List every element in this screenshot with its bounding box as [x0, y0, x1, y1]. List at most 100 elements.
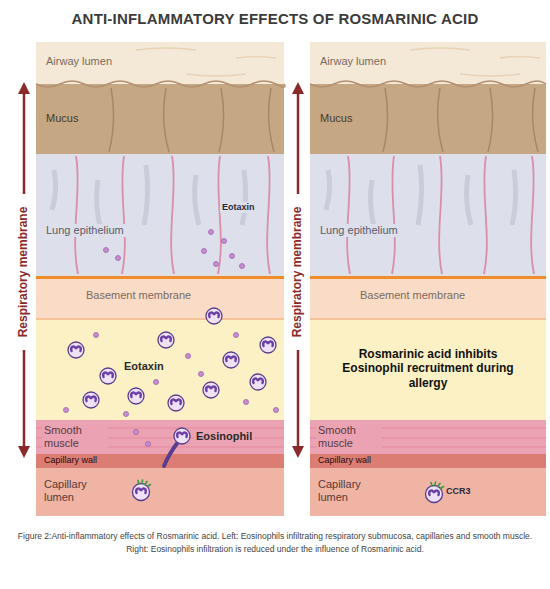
- band-label: Smooth muscle: [42, 424, 108, 450]
- eotaxin-dots: [146, 442, 151, 447]
- eotaxin-dots: [64, 408, 69, 413]
- migrating-eosinophil: [174, 428, 190, 444]
- structure-label: CCR3: [446, 486, 471, 497]
- mucus-edge: [310, 81, 546, 87]
- membrane-label: Respiratory membrane: [16, 182, 32, 362]
- cell-texture: [52, 165, 246, 230]
- band-label: Mucus: [318, 112, 354, 125]
- respiratory-membrane-arrow: [18, 82, 30, 94]
- eotaxin-dots: [199, 372, 204, 377]
- basement-band: [36, 276, 284, 320]
- tissue-band: Smooth muscle: [310, 420, 546, 454]
- airway-band: [36, 42, 284, 84]
- tissue-band: Mucus: [36, 84, 284, 154]
- eosinophils: [68, 342, 84, 358]
- mucus-streaks: [109, 88, 274, 152]
- ccr3-eosinophil: [133, 480, 151, 501]
- tissue-band: Airway lumen: [310, 42, 546, 84]
- basement-edge: [310, 276, 546, 279]
- smooth-muscle-band: [310, 420, 546, 454]
- eosinophils: [203, 382, 219, 398]
- eotaxin-dots: [94, 333, 99, 338]
- respiratory-membrane-arrow: [18, 446, 30, 458]
- capillary-lumen-band: [36, 468, 284, 516]
- epithelium-band: [310, 154, 546, 276]
- eosinophils: [206, 308, 222, 324]
- respiratory-membrane-arrow: [292, 446, 304, 458]
- basement-band: [310, 276, 546, 320]
- eotaxin-dots: [154, 380, 159, 385]
- eotaxin-dots: [202, 249, 207, 254]
- tissue-band: Mucus: [310, 84, 546, 154]
- tissue-band: Capillary wall: [36, 454, 284, 468]
- eosinophils: [83, 392, 99, 408]
- eosinophils: [260, 337, 276, 353]
- capillary-wall-band: [36, 454, 284, 468]
- eotaxin-dots: [234, 333, 239, 338]
- cell-texture: [326, 165, 516, 230]
- tissue-band: Basement membrane: [36, 276, 284, 320]
- eosinophils: [100, 368, 116, 384]
- airway-band: [310, 42, 546, 84]
- tissue-band: Eotaxin: [36, 320, 284, 420]
- eotaxin-dots: [116, 256, 121, 261]
- basement-edge: [36, 276, 284, 279]
- eosinophils: [223, 352, 239, 368]
- band-label: Capillary wall: [44, 455, 97, 466]
- smooth-muscle-band: [36, 420, 284, 454]
- airway-texture: [410, 48, 540, 76]
- band-label: Airway lumen: [46, 55, 112, 68]
- structure-label: Eotaxin: [220, 202, 257, 213]
- tissue-band: Capillary lumen CCR3: [310, 468, 546, 516]
- figure-caption: Figure 2:Anti-inflammatory effects of Ro…: [14, 530, 536, 556]
- eotaxin-dots: [274, 408, 279, 413]
- band-label: Basement membrane: [86, 289, 191, 302]
- band-label: Smooth muscle: [316, 424, 382, 450]
- eosinophils: [68, 308, 276, 411]
- eotaxin-dots: [186, 354, 191, 359]
- eotaxin-dots: [124, 412, 129, 417]
- mucus-edge: [36, 81, 285, 87]
- eosinophils: [250, 374, 266, 390]
- ccr3-eosinophil: [426, 482, 444, 503]
- diagram-title: ANTI-INFLAMMATORY EFFECTS OF ROSMARINIC …: [0, 10, 550, 27]
- tissue-band: Capillary wall: [310, 454, 546, 468]
- tissue-band: Lung epithelium Eotaxin: [36, 154, 284, 276]
- eosinophils: [158, 332, 174, 348]
- capillary-lumen-band: [310, 468, 546, 516]
- eotaxin-dots: [104, 248, 109, 253]
- band-label: Capillary lumen: [44, 478, 106, 504]
- tissue-band: Capillary lumen: [36, 468, 284, 516]
- band-label: Capillary wall: [318, 455, 371, 466]
- band-label: Eotaxin: [124, 360, 164, 373]
- airway-texture: [136, 48, 276, 76]
- mucus-streaks: [383, 88, 538, 152]
- eotaxin-dots: [230, 254, 235, 259]
- band-label: Capillary lumen: [318, 478, 380, 504]
- band-label: Mucus: [44, 112, 80, 125]
- respiratory-membrane-arrow: [23, 350, 26, 448]
- band-label: Airway lumen: [320, 55, 386, 68]
- tissue-band: Airway lumen: [36, 42, 284, 84]
- epithelial-cell-borders: [75, 156, 270, 274]
- mucus-band: [36, 84, 284, 156]
- right-panel: [310, 42, 546, 516]
- epithelium-band: [36, 154, 284, 276]
- tissue-band: Basement membrane: [310, 276, 546, 320]
- respiratory-membrane-arrow: [297, 92, 300, 194]
- respiratory-membrane-arrow: [292, 82, 304, 94]
- eotaxin-dots: [214, 262, 219, 267]
- eotaxin-dots: [240, 264, 245, 269]
- mucus-band: [310, 84, 546, 156]
- epithelial-cell-borders: [347, 156, 534, 274]
- eosinophils: [128, 388, 144, 404]
- band-label: Rosmarinic acid inhibits Eosinophil recr…: [338, 347, 518, 390]
- submucosa-band: [36, 320, 284, 420]
- left-panel: [36, 42, 285, 516]
- basement-edge: [310, 318, 546, 320]
- band-label: Lung epithelium: [44, 224, 126, 237]
- eotaxin-dots: [134, 430, 139, 435]
- eotaxin-dots: [209, 230, 214, 235]
